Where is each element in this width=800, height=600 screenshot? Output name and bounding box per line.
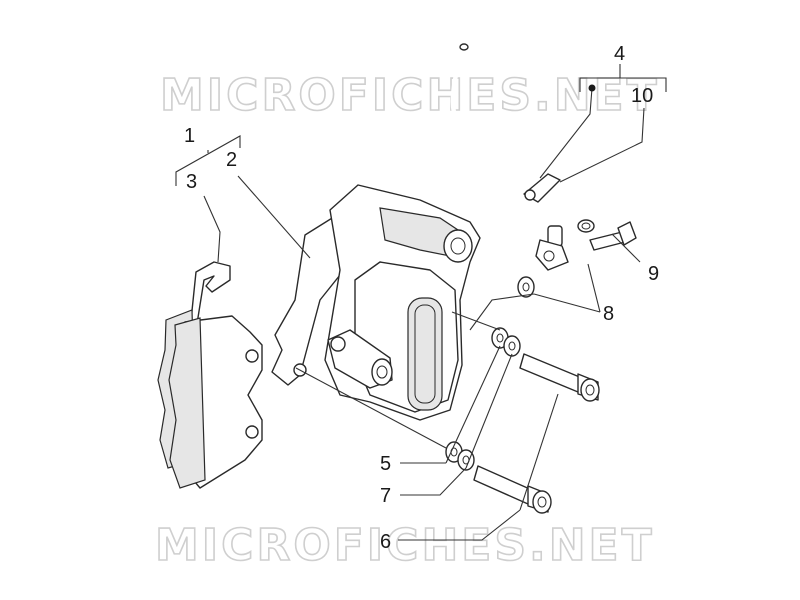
brake-caliper xyxy=(271,184,481,421)
callout-10: 10 xyxy=(631,85,653,107)
callout-4: 4 xyxy=(614,43,625,65)
watermark-bottom: MICROFICHES.NET xyxy=(155,520,655,571)
washers-8 xyxy=(517,276,535,298)
callout-7: 7 xyxy=(380,485,391,507)
leader-lines xyxy=(175,64,667,541)
washers-5-7 xyxy=(445,327,521,471)
callout-3: 3 xyxy=(186,171,197,193)
hose-clip xyxy=(523,173,561,203)
callout-dot xyxy=(588,84,596,92)
watermark-top: MICROFICHES.NET xyxy=(160,70,660,121)
brake-pads xyxy=(157,261,263,489)
callout-6: 6 xyxy=(380,531,391,553)
callout-9: 9 xyxy=(648,263,659,285)
callout-5: 5 xyxy=(380,453,391,475)
mounting-bolts xyxy=(473,353,600,514)
callout-8: 8 xyxy=(603,303,614,325)
callout-1: 1 xyxy=(184,125,195,147)
bleed-screw xyxy=(577,219,637,251)
callout-2: 2 xyxy=(226,149,237,171)
